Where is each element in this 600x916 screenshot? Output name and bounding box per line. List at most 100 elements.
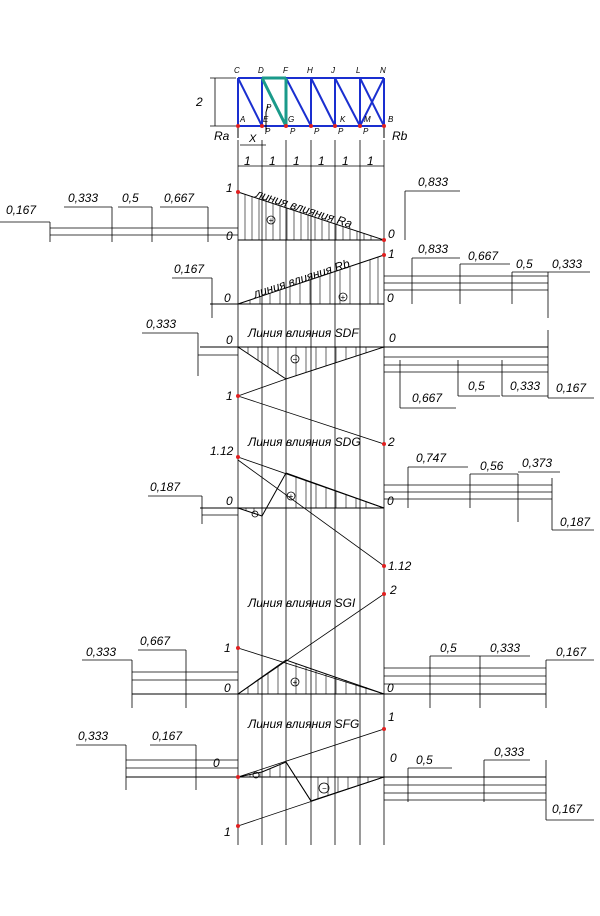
- ra-callout-3: 0,5: [122, 191, 139, 205]
- influence-line-ra: линия влияния Ra 1 0 0 + 0,167 0,333 0,5…: [0, 175, 460, 243]
- influence-line-sdf: Линия влияния SDF 0 0 1 2 − 0,333 0,667 …: [142, 317, 594, 449]
- height-label: 2: [195, 95, 203, 109]
- load-label-p1: P: [265, 127, 271, 136]
- influence-line-sgi: Линия влияния SGI 2 1 0 0 + 0,333 0,667 …: [82, 583, 594, 708]
- panel-label-1: 1: [244, 154, 251, 168]
- diagonal-4: [310, 77, 336, 127]
- sfg-callout-2: 0,167: [152, 729, 183, 743]
- sgi-callout-2: 0,667: [140, 634, 171, 648]
- load-label-p3: P: [314, 127, 320, 136]
- sgi-hatching: [247, 663, 367, 694]
- rb-zero-right: 0: [387, 291, 394, 305]
- panel-label-4: 1: [318, 154, 325, 168]
- node-label-f: F: [283, 66, 289, 75]
- x-label: X: [248, 133, 257, 145]
- sdg-title: Линия влияния SDG: [247, 435, 361, 449]
- diagonal-1: [237, 77, 263, 127]
- sdf-callout-5: 0,167: [556, 381, 587, 395]
- node-label-n: N: [380, 66, 386, 75]
- ra-callout-5: 0,833: [418, 175, 448, 189]
- rb-callout-3: 0,667: [468, 249, 499, 263]
- node-label-a: A: [239, 115, 245, 124]
- sfg-sign-pos: [252, 771, 260, 779]
- node-dots: [236, 124, 386, 828]
- sgi-left-value: 1: [224, 641, 231, 655]
- panel-label-6: 1: [367, 154, 374, 168]
- influence-line-sdg: Линия влияния SDG 1.12 1.12 0 0 + 0,187 …: [148, 435, 594, 573]
- sdg-callout-4: 0,373: [522, 456, 552, 470]
- ra-left-value: 1: [226, 181, 233, 195]
- ra-callout-2: 0,333: [68, 191, 98, 205]
- load-label-p4: P: [338, 127, 344, 136]
- ra-callout-4: 0,667: [164, 191, 195, 205]
- truss: C D F H J L N A E G K M B 2 Ra Rb P P P …: [195, 66, 408, 168]
- load-label-p2: P: [290, 127, 296, 136]
- sdg-right-value: 1.12: [388, 559, 412, 573]
- sgi-callout-4: 0,333: [490, 641, 520, 655]
- ra-sign-text: +: [269, 216, 274, 225]
- sfg-callout-5: 0,167: [552, 802, 583, 816]
- sgi-callout-3: 0,5: [440, 641, 457, 655]
- sfg-zero-right: 0: [390, 751, 397, 765]
- sgi-sign: [290, 677, 300, 687]
- sdf-callout-2: 0,667: [412, 391, 443, 405]
- sdf-ext-line: [237, 395, 385, 445]
- panel-label-3: 1: [293, 154, 300, 168]
- ra-hatching: [244, 194, 372, 240]
- node-label-c: C: [234, 66, 240, 75]
- sgi-zero-right: 0: [387, 681, 394, 695]
- node-label-d: D: [258, 66, 264, 75]
- sdg-callout-3: 0,56: [480, 459, 504, 473]
- sdf-callout-4: 0,333: [510, 379, 540, 393]
- load-markers: P P P P P P: [265, 103, 369, 136]
- sfg-zero-left: 0: [213, 756, 220, 770]
- sgi-zero-left: 0: [224, 681, 231, 695]
- sdg-left-value: 1.12: [210, 444, 234, 458]
- sdg-callout-1: 0,187: [150, 480, 181, 494]
- sdf-hatching: [247, 347, 367, 376]
- rb-sign-text: +: [341, 293, 346, 302]
- node-label-l: L: [356, 66, 360, 75]
- load-label-p-top: P: [266, 103, 272, 112]
- sfg-left-value: 1: [224, 825, 231, 839]
- node-label-k: K: [340, 115, 346, 124]
- rb-callout-2: 0,833: [418, 242, 448, 256]
- sgi-title: Линия влияния SGI: [247, 596, 356, 610]
- sgi-callout-5: 0,167: [556, 645, 587, 659]
- sfg-title: Линия влияния SFG: [247, 717, 359, 731]
- sfg-right-value: 1: [388, 710, 395, 724]
- ra-zero-right: 0: [388, 227, 395, 241]
- influence-line-sfg: Линия влияния SFG 1 0 0 1 − 0,333 0,167 …: [76, 710, 594, 839]
- panel-label-5: 1: [342, 154, 349, 168]
- member-dg: [260, 77, 288, 127]
- sgi-right-value: 2: [389, 583, 397, 597]
- sdf-left-value: 1: [226, 389, 233, 403]
- diagonal-3: [285, 77, 312, 127]
- sdg-sign-pos: [286, 491, 296, 501]
- rb-callout-5: 0,333: [552, 257, 582, 271]
- ra-zero-left: 0: [226, 229, 233, 243]
- sdg-callout-5: 0,187: [560, 515, 591, 529]
- sfg-callout-4: 0,333: [494, 745, 524, 759]
- reaction-right-label: Rb: [392, 129, 408, 143]
- sdf-callout-3: 0,5: [468, 379, 485, 393]
- sdg-sign-pos-text: +: [289, 492, 294, 501]
- ra-callout-1: 0,167: [6, 203, 37, 217]
- rb-hatching: [249, 257, 379, 304]
- sfg-sign-neg-text: −: [322, 784, 327, 793]
- influence-line-rb: линия влияния Rb 1 0 0 + 0,167 0,833 0,6…: [172, 242, 590, 318]
- sdg-zero-right: 0: [387, 494, 394, 508]
- rb-callout-1: 0,167: [174, 262, 205, 276]
- sgi-sign-text: +: [293, 678, 298, 687]
- rb-line: [237, 254, 385, 305]
- sdg-zero-left: 0: [226, 494, 233, 508]
- rb-zero-left: 0: [224, 291, 231, 305]
- sfg-sign-neg: [318, 782, 330, 794]
- node-label-g: G: [288, 115, 294, 124]
- sdg-callout-2: 0,747: [416, 451, 447, 465]
- sdf-title: Линия влияния SDF: [247, 326, 359, 340]
- rb-callout-4: 0,5: [516, 257, 533, 271]
- sdf-zero-right: 0: [389, 331, 396, 345]
